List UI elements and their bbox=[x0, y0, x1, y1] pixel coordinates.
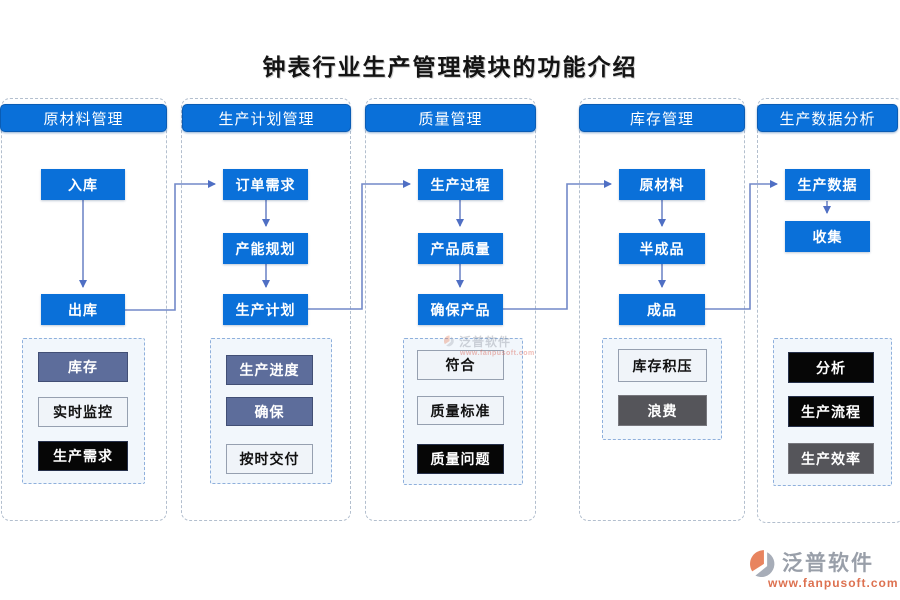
node-outbound: 出库 bbox=[41, 294, 125, 325]
footer-logo: 泛普软件 www.fanpusoft.com bbox=[748, 547, 899, 593]
node-inbound: 入库 bbox=[41, 169, 125, 200]
feature-quality-issue: 质量问题 bbox=[417, 444, 504, 474]
node-production-plan: 生产计划 bbox=[223, 294, 308, 325]
node-collect: 收集 bbox=[785, 221, 870, 252]
header-data-analysis: 生产数据分析 bbox=[757, 104, 898, 132]
footer-url: www.fanpusoft.com bbox=[768, 576, 899, 590]
watermark-brand: 泛普软件 bbox=[459, 335, 512, 349]
node-ensure-product: 确保产品 bbox=[418, 294, 503, 325]
watermark-url: www.fanpusoft.com bbox=[460, 350, 535, 357]
feature-analysis: 分析 bbox=[788, 352, 874, 383]
header-production-plan: 生产计划管理 bbox=[182, 104, 351, 132]
header-raw-material: 原材料管理 bbox=[0, 104, 167, 132]
feature-quality-standard: 质量标准 bbox=[417, 396, 504, 425]
feature-ensure: 确保 bbox=[226, 397, 313, 426]
node-capacity-plan: 产能规划 bbox=[223, 233, 308, 264]
feature-realtime-monitor: 实时监控 bbox=[38, 397, 128, 427]
feature-overstock: 库存积压 bbox=[618, 349, 707, 382]
feature-stock: 库存 bbox=[38, 352, 128, 382]
fanpu-logo-icon bbox=[444, 335, 454, 347]
header-inventory: 库存管理 bbox=[579, 104, 745, 132]
center-watermark: 泛普软件 www.fanpusoft.com bbox=[444, 333, 554, 357]
node-semi-finished: 半成品 bbox=[619, 233, 705, 264]
node-raw-material: 原材料 bbox=[619, 169, 705, 200]
feature-waste: 浪费 bbox=[618, 395, 707, 426]
node-production-data: 生产数据 bbox=[785, 169, 870, 200]
node-production-process: 生产过程 bbox=[418, 169, 503, 200]
fanpu-logo-icon bbox=[750, 550, 775, 578]
feature-production-demand: 生产需求 bbox=[38, 441, 128, 471]
feature-on-time-delivery: 按时交付 bbox=[226, 444, 313, 474]
feature-production-flow: 生产流程 bbox=[788, 396, 874, 427]
header-quality: 质量管理 bbox=[365, 104, 536, 132]
feature-production-progress: 生产进度 bbox=[226, 355, 313, 385]
feature-compliance: 符合 bbox=[417, 350, 504, 380]
node-order-demand: 订单需求 bbox=[223, 169, 308, 200]
footer-brand: 泛普软件 bbox=[782, 552, 874, 575]
feature-production-efficiency: 生产效率 bbox=[788, 443, 874, 474]
column-data-analysis bbox=[757, 98, 900, 523]
page-title: 钟表行业生产管理模块的功能介绍 bbox=[262, 55, 638, 80]
node-product-quality: 产品质量 bbox=[418, 233, 503, 264]
node-finished: 成品 bbox=[619, 294, 705, 325]
